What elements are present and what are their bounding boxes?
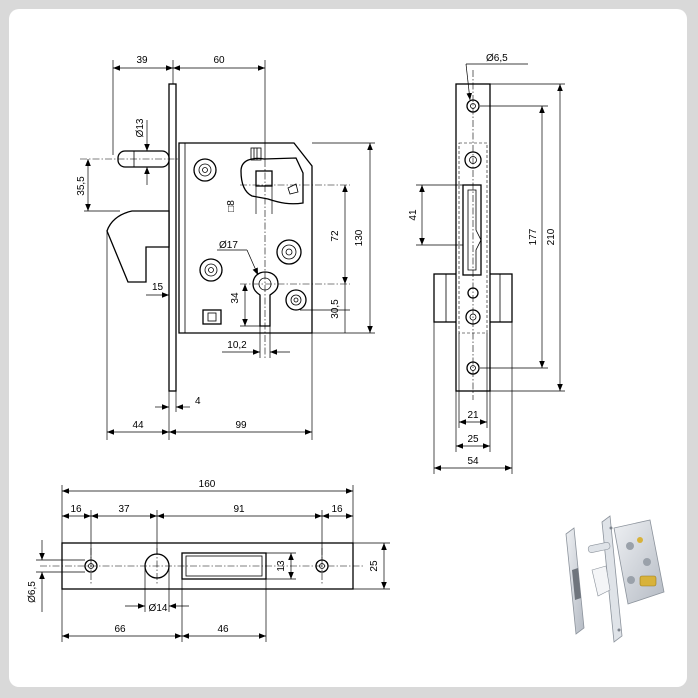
- front-square-follower: [255, 170, 273, 187]
- dim-side-25: 25: [467, 434, 479, 445]
- front-screw-lower: [285, 289, 307, 311]
- dim-front-60: 60: [213, 55, 225, 66]
- dim-front-34: 34: [230, 292, 241, 304]
- dim-strike-91: 91: [233, 504, 245, 515]
- dim-front-39: 39: [136, 55, 148, 66]
- front-slider: [202, 309, 222, 325]
- lock-technical-drawing: 39 60 Ø13 35,5 □8 72 130 30,5 Ø17 15 34: [27, 53, 665, 643]
- dim-strike-37: 37: [118, 504, 130, 515]
- dim-strike-66: 66: [114, 624, 126, 635]
- dim-front-30-5: 30,5: [330, 299, 341, 319]
- dim-front-15: 15: [152, 282, 164, 293]
- dim-side-6-5: Ø6,5: [486, 53, 508, 64]
- dim-front-130: 130: [354, 229, 365, 246]
- dim-strike-6-5: Ø6,5: [27, 581, 38, 603]
- dim-front-17: Ø17: [219, 240, 238, 251]
- product-photo: [565, 515, 665, 643]
- dim-side-41: 41: [408, 209, 419, 221]
- dim-side-54: 54: [467, 456, 479, 467]
- front-hook: [106, 210, 170, 283]
- dim-front-8: □8: [226, 200, 237, 212]
- dim-front-4: 4: [195, 396, 201, 407]
- dim-front-99: 99: [235, 420, 247, 431]
- front-screw-middle: [276, 239, 302, 265]
- strike-plate-view: 160 16 37 91 16 Ø6,5 13 25 Ø14: [27, 479, 390, 642]
- dim-side-21: 21: [467, 410, 479, 421]
- front-view: 39 60 Ø13 35,5 □8 72 130 30,5 Ø17 15 34: [76, 55, 375, 440]
- dim-front-72: 72: [330, 230, 341, 242]
- drawing-sheet: 39 60 Ø13 35,5 □8 72 130 30,5 Ø17 15 34: [9, 9, 687, 687]
- dim-front-44: 44: [132, 420, 144, 431]
- dim-side-177: 177: [528, 228, 539, 245]
- dim-front-10-2: 10,2: [227, 340, 247, 351]
- dim-front-35-5: 35,5: [76, 176, 87, 196]
- side-hook-slot: [462, 184, 482, 276]
- dim-strike-160: 160: [199, 479, 216, 490]
- front-screw-left: [199, 258, 223, 282]
- dim-strike-13: 13: [276, 560, 287, 572]
- dim-front-13: Ø13: [135, 118, 146, 137]
- dim-strike-16-left: 16: [70, 504, 82, 515]
- dim-strike-14: Ø14: [149, 603, 168, 614]
- side-view: Ø6,5 41 177 210 21 25 54: [408, 53, 565, 474]
- front-screw-upper: [193, 158, 217, 182]
- dim-strike-25: 25: [369, 560, 380, 572]
- front-faceplate: [168, 83, 177, 392]
- dim-side-210: 210: [546, 228, 557, 245]
- dim-strike-16-right: 16: [331, 504, 343, 515]
- dim-strike-46: 46: [217, 624, 229, 635]
